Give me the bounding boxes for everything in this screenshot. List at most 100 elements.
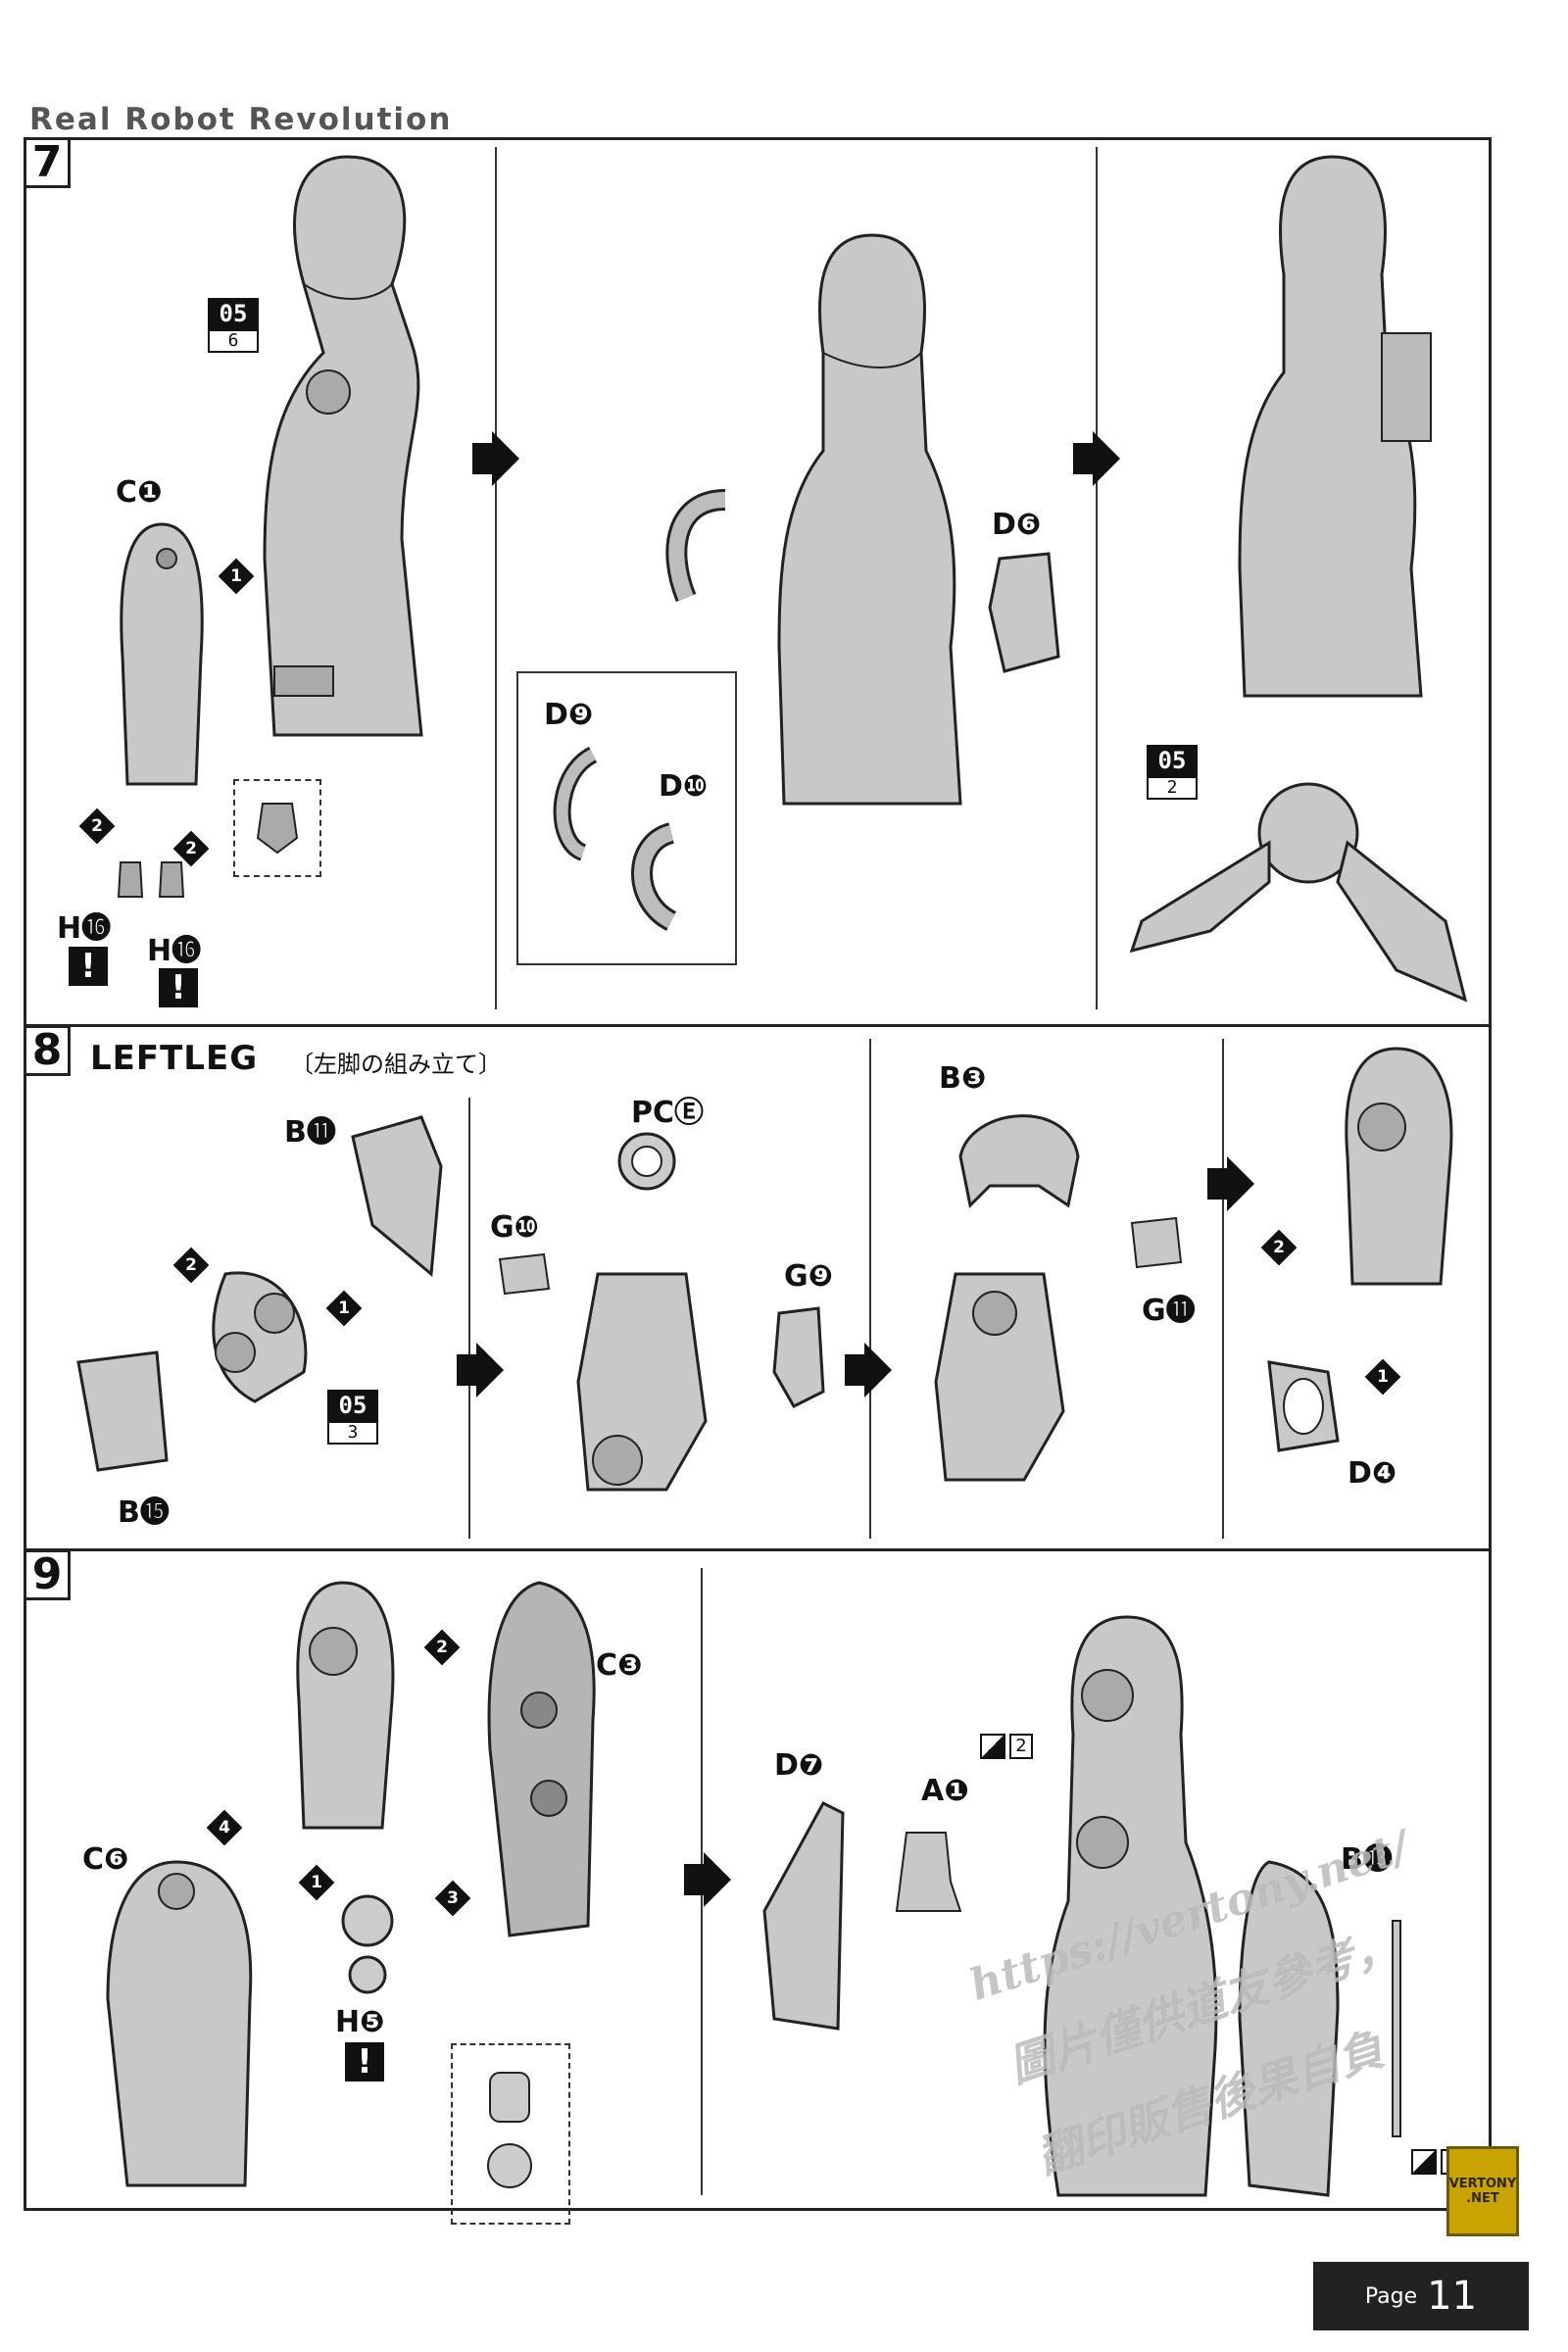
label-b3: B❸	[939, 1061, 987, 1096]
ankle-ring-d4	[1267, 1360, 1340, 1452]
detail-callout-box	[233, 779, 321, 877]
leg-frame-illustration	[296, 1581, 395, 1830]
instruction-frame	[24, 137, 1492, 2211]
step7-order-1: 1	[218, 558, 255, 595]
step7-badge-b: 05 2	[1147, 745, 1198, 800]
order-number: 1	[230, 566, 242, 586]
sticker-icon	[980, 1734, 1005, 1759]
step8-col-divider-3	[1222, 1039, 1224, 1539]
order-number: 2	[185, 1255, 197, 1275]
tube-pieces-detail	[553, 746, 677, 931]
small-part-g11	[1130, 1216, 1183, 1269]
sticker-number: 2	[1009, 1734, 1033, 1759]
order-number: 1	[338, 1298, 350, 1318]
page-number: 11	[1427, 2274, 1478, 2319]
cover-part-d7	[762, 1801, 845, 2031]
torso-assembled-illustration	[777, 233, 962, 806]
order-number: 4	[219, 1818, 230, 1838]
leg-assembly-right	[934, 1272, 1065, 1482]
cover-part-d6	[988, 552, 1060, 673]
step-arrow-icon	[845, 1343, 892, 1397]
step8-col-divider-1	[468, 1098, 470, 1539]
shell-part-c3	[487, 1581, 596, 1937]
h16-caps	[117, 861, 185, 898]
step7-col-divider-2	[1096, 147, 1098, 1009]
step8-badge: 05 3	[327, 1390, 378, 1445]
ball-joint-detail	[487, 2072, 532, 2188]
step8-order-1b: 1	[1364, 1358, 1401, 1396]
order-number: 3	[447, 1888, 459, 1908]
label-g9: G❾	[784, 1259, 834, 1294]
side-part-g9	[772, 1306, 825, 1408]
torso-part-illustration	[263, 155, 423, 737]
torso-with-tube-illustration	[1238, 155, 1432, 698]
order-number: 1	[311, 1873, 322, 1892]
sticker-ref-2: 2	[980, 1733, 1033, 1760]
leg-core-part	[212, 1271, 308, 1403]
step8-title: LEFTLEG	[90, 1039, 259, 1078]
label-h16a: H⓰	[57, 911, 112, 946]
step9-order-3: 3	[434, 1880, 471, 1917]
label-b11: B⓫	[284, 1115, 336, 1150]
step8-order-2b: 2	[1260, 1229, 1298, 1266]
step-arrow-icon	[1073, 431, 1120, 486]
leg-full-illustration	[1043, 1615, 1218, 2197]
label-c1: C❶	[116, 475, 163, 510]
warning-icon: !	[345, 2042, 384, 2082]
step-arrow-icon	[457, 1343, 504, 1397]
knee-armor-b3	[958, 1114, 1080, 1209]
order-number: 2	[91, 816, 103, 836]
antenna-rod	[1392, 1920, 1401, 2137]
label-d6: D❻	[992, 508, 1042, 542]
label-pce: PCⒺ	[631, 1096, 705, 1130]
badge-bottom: 3	[327, 1421, 378, 1445]
label-a1: A❶	[921, 1774, 969, 1808]
label-c6: C❻	[82, 1842, 129, 1877]
sticker-icon	[1411, 2149, 1437, 2175]
joint-cap-detail	[256, 803, 299, 855]
detail-callout-box	[451, 2043, 570, 2225]
label-d10: D❿	[659, 769, 709, 804]
label-d9: D❾	[544, 698, 594, 732]
hip-joint-legs-illustration	[1129, 782, 1468, 1003]
manual-header-title: Real Robot Revolution	[29, 102, 453, 137]
step9-order-1: 1	[298, 1864, 335, 1901]
logo-line1: VERTONY	[1448, 2177, 1517, 2191]
label-h16b: H⓰	[147, 934, 202, 968]
order-number: 1	[1377, 1367, 1389, 1387]
warning-icon: !	[69, 947, 108, 986]
label-d7: D❼	[774, 1748, 824, 1783]
zoom-detail-box	[516, 671, 737, 965]
shell-part-c6	[106, 1860, 253, 2187]
step9-number: 9	[24, 1549, 71, 1600]
small-part-g10	[498, 1252, 551, 1296]
page-footer: Page 11	[1313, 2262, 1529, 2330]
warning-icon: !	[159, 968, 198, 1007]
knee-part-b11	[351, 1115, 443, 1277]
label-d4: D❹	[1348, 1456, 1397, 1491]
label-b13: B⓭	[1341, 1842, 1393, 1877]
badge-bottom: 6	[208, 329, 259, 353]
logo-line2: .NET	[1466, 2191, 1499, 2206]
step-arrow-icon	[1207, 1156, 1254, 1211]
leg-assembly-mid	[576, 1272, 708, 1492]
vertony-logo: VERTONY .NET	[1446, 2146, 1519, 2236]
step7-badge-a: 05 6	[208, 298, 259, 353]
step8-col-divider-2	[869, 1039, 871, 1539]
badge-top: 05	[1147, 745, 1198, 776]
label-g10: G❿	[490, 1210, 540, 1245]
shell-part-b13	[1238, 1860, 1340, 2197]
label-c3: C❸	[596, 1648, 643, 1683]
polycap-pce	[617, 1132, 676, 1191]
order-number: 2	[1273, 1238, 1285, 1257]
step9-order-2: 2	[423, 1629, 461, 1666]
badge-bottom: 2	[1147, 776, 1198, 800]
leg-assembled-illustration	[1345, 1047, 1453, 1286]
step7-order-2a: 2	[78, 808, 116, 845]
badge-top: 05	[208, 298, 259, 329]
tube-part-d9	[665, 489, 726, 603]
small-part-a1	[895, 1832, 962, 1912]
step7-col-divider-1	[495, 147, 497, 1009]
step8-subtitle: 〔左脚の組み立て〕	[290, 1051, 502, 1078]
shin-part-b15	[76, 1350, 169, 1472]
